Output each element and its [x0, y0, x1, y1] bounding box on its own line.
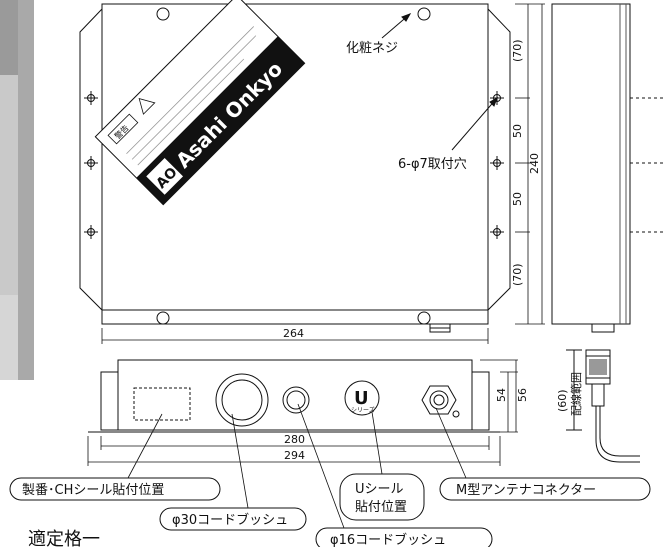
bush-16-callout: [315, 527, 493, 547]
dim-offset-bottom: (70): [511, 263, 524, 286]
dim-pitch-2: 50: [511, 192, 524, 206]
dim-total-height: 56: [516, 388, 529, 402]
wiring-range-label: 配線範囲: [569, 372, 583, 416]
bush-16: [282, 386, 310, 414]
dim-body-height: 54: [495, 388, 508, 402]
antenna-connector-callout: [439, 477, 651, 501]
enclosure-top: [101, 3, 489, 325]
bush-30-text: φ30コードブッシュ: [172, 512, 288, 528]
mounting-hole: [490, 156, 504, 170]
decorative-screw-label: 化粧ネジ: [346, 41, 398, 56]
antenna-connector: [421, 385, 457, 415]
screw-top-left: [156, 7, 170, 21]
brand-label: 警告 AO Asahi Onkyo: [94, 0, 306, 206]
u-mark: U: [354, 388, 369, 409]
connector-side-view: [566, 349, 640, 463]
u-series-mark: [344, 380, 380, 416]
serial-label-area: [133, 387, 191, 421]
u-seal-callout: [339, 473, 425, 521]
u-seal-text-2: 貼付位置: [355, 500, 407, 515]
bottom-heading: 適定格一: [28, 529, 100, 547]
right-flange: [487, 7, 511, 312]
antenna-connector-text: M型アンテナコネクター: [456, 483, 596, 498]
mounting-holes-label: 6-φ7取付穴: [398, 157, 467, 172]
serial-label-callout: [9, 477, 221, 501]
top-view: [79, 3, 511, 333]
bush-30: [215, 373, 269, 427]
dim-pitch-1: 50: [511, 124, 524, 138]
serial-label-text: 製番･CHシール貼付位置: [22, 483, 164, 498]
mounting-holes: [84, 91, 504, 239]
bush-30-callout: [159, 507, 307, 531]
left-photo-strip: [0, 0, 34, 380]
dim-outer-width: 294: [284, 449, 305, 462]
mounting-hole: [84, 91, 98, 105]
bush-16-text: φ16コードブッシュ: [330, 532, 446, 547]
dim-offset-top: (70): [511, 39, 524, 62]
u-mark-sub: シリーズ: [351, 406, 375, 414]
screw-top-right: [417, 7, 431, 21]
screw-bottom-left: [156, 311, 170, 325]
dim-height-total: 240: [528, 153, 541, 174]
mounting-hole: [84, 225, 98, 239]
front-view: [88, 359, 500, 433]
mounting-hole: [490, 225, 504, 239]
dim-top-width: 264: [283, 327, 304, 340]
side-view: [551, 3, 666, 333]
dim-wiring-clearance: (60): [556, 389, 569, 412]
screw-bottom-right: [417, 311, 431, 325]
u-seal-text-1: Uシール: [355, 482, 404, 497]
mounting-hole: [84, 156, 98, 170]
dim-inner-width: 280: [284, 433, 305, 446]
